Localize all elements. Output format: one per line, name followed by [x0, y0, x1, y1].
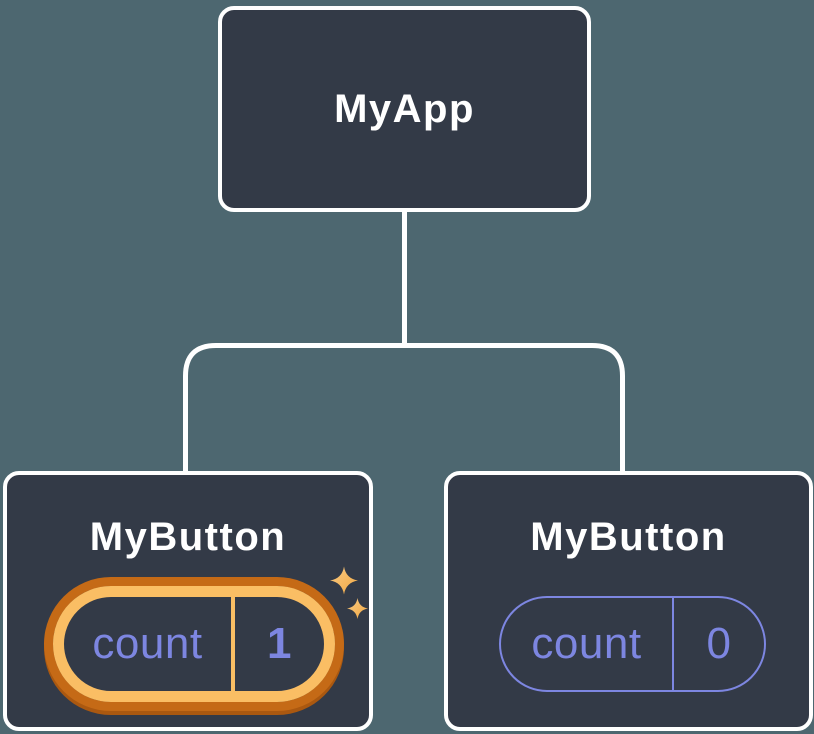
pill-divider — [231, 597, 235, 691]
state-pill-plain: count 0 — [499, 596, 766, 692]
sparkle-small-icon — [347, 598, 368, 619]
node-myapp: MyApp — [218, 6, 591, 212]
state-pill-highlighted: count 1 — [53, 586, 335, 702]
node-mybutton-right-label: MyButton — [530, 515, 727, 559]
node-mybutton-right: MyButton count 0 — [444, 471, 813, 731]
node-mybutton-left: MyButton count 1 — [3, 471, 373, 731]
branch-line — [183, 343, 625, 474]
state-value: 1 — [267, 619, 292, 668]
state-value: 0 — [706, 619, 732, 668]
state-name: count — [92, 619, 203, 668]
pill-divider — [672, 598, 674, 690]
node-mybutton-left-label: MyButton — [89, 515, 287, 559]
node-myapp-label: MyApp — [334, 86, 475, 131]
sparkles-icon — [330, 566, 358, 595]
state-name: count — [531, 619, 642, 668]
